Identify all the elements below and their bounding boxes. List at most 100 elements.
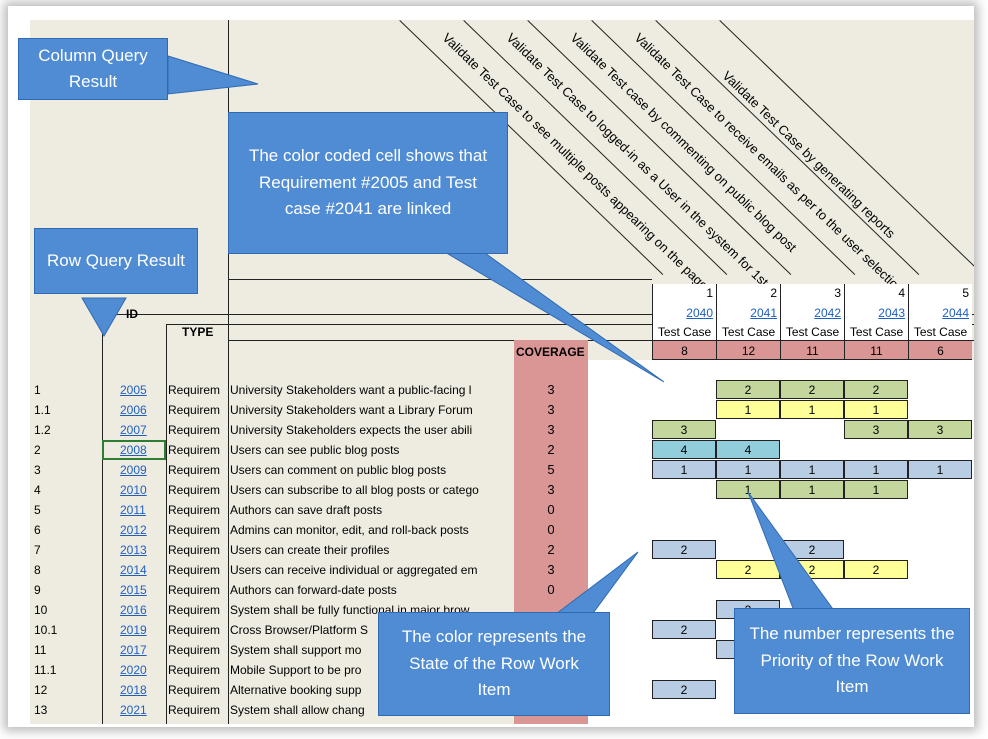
id-header: ID — [126, 307, 138, 321]
test-case-index: 3 — [780, 284, 844, 304]
matrix-cell[interactable]: 2 — [652, 680, 716, 699]
requirement-coverage: 2 — [547, 542, 555, 557]
test-case-index: 1 — [652, 284, 716, 304]
requirement-title: Admins can monitor, edit, and roll-back … — [230, 523, 469, 537]
matrix-cell[interactable]: 2 — [844, 560, 908, 579]
requirement-id-link[interactable]: 2011 — [120, 503, 146, 517]
requirement-title: Users can receive individual or aggregat… — [230, 563, 478, 577]
row-number: 10 — [34, 603, 48, 617]
test-case-type: Test Case — [652, 324, 716, 340]
matrix-cell[interactable]: 1 — [652, 460, 716, 479]
number-priority-pointer — [747, 491, 839, 617]
color-coded-pointer — [436, 247, 665, 383]
requirement-title: Authors can forward-date posts — [230, 583, 397, 597]
row-number-panel — [30, 20, 102, 724]
column-query-pointer — [167, 55, 259, 95]
matrix-cell[interactable]: 2 — [716, 380, 780, 399]
matrix-cell[interactable]: 1 — [844, 460, 908, 479]
requirement-title: Cross Browser/Platform S — [230, 623, 369, 637]
test-case-id-link[interactable]: 2041 — [716, 304, 780, 324]
requirement-id-link[interactable]: 2015 — [120, 583, 147, 597]
row-number: 1.2 — [34, 423, 51, 437]
test-case-coverage: 8 — [652, 340, 716, 360]
matrix-cell[interactable]: 1 — [908, 460, 972, 479]
requirement-coverage: 3 — [547, 422, 555, 437]
requirement-id-link[interactable]: 2021 — [120, 703, 147, 717]
matrix-cell[interactable]: 4 — [652, 440, 716, 459]
type-panel — [166, 20, 228, 724]
requirement-id-link[interactable]: 2019 — [120, 623, 147, 637]
requirement-title: System shall allow chang — [230, 703, 365, 717]
color-coded-callout: The color coded cell shows that Requirem… — [228, 112, 508, 254]
requirement-type: Requirem — [168, 703, 221, 717]
test-case-id-link[interactable]: 2043 — [844, 304, 908, 324]
selected-cell[interactable] — [102, 440, 166, 460]
matrix-cell[interactable]: 2 — [844, 380, 908, 399]
row-number: 3 — [34, 463, 41, 477]
requirement-id-link[interactable]: 2006 — [120, 403, 147, 417]
test-case-id-link[interactable]: 2040 — [652, 304, 716, 324]
requirement-type: Requirem — [168, 503, 221, 517]
test-case-type: Test Case — [844, 324, 908, 340]
matrix-cell[interactable]: 1 — [844, 480, 908, 499]
matrix-cell[interactable]: 1 — [716, 460, 780, 479]
matrix-cell[interactable]: 4 — [716, 440, 780, 459]
requirement-id-link[interactable]: 2017 — [120, 643, 147, 657]
test-case-coverage: 6 — [908, 340, 972, 360]
requirement-title: Users can create their profiles — [230, 543, 390, 557]
requirement-title: Alternative booking supp — [230, 683, 362, 697]
test-case-id-link[interactable]: 2042 — [780, 304, 844, 324]
matrix-cell[interactable]: 1 — [780, 400, 844, 419]
requirement-id-link[interactable]: 2010 — [120, 483, 147, 497]
matrix-cell[interactable]: 2 — [780, 380, 844, 399]
requirement-type: Requirem — [168, 483, 221, 497]
coverage-header: COVERAGE — [516, 345, 585, 359]
color-state-pointer — [546, 551, 639, 621]
requirement-id-link[interactable]: 2009 — [120, 463, 147, 477]
matrix-cell[interactable]: 2 — [716, 560, 780, 579]
matrix-cell[interactable]: 3 — [652, 420, 716, 439]
requirement-id-link[interactable]: 2013 — [120, 543, 147, 557]
matrix-cell[interactable]: 3 — [844, 420, 908, 439]
row-number: 2 — [34, 443, 41, 457]
requirement-id-link[interactable]: 2018 — [120, 683, 147, 697]
row-number: 13 — [34, 703, 48, 717]
row-query-pointer — [81, 297, 127, 337]
requirement-coverage: 0 — [547, 502, 555, 517]
test-case-id-link[interactable]: 2044 — [908, 304, 972, 324]
matrix-cell[interactable]: 1 — [844, 400, 908, 419]
matrix-cell[interactable]: 1 — [780, 460, 844, 479]
test-case-index: 5 — [908, 284, 972, 304]
requirement-id-link[interactable]: 2007 — [120, 423, 147, 437]
requirement-title: Authors can save draft posts — [230, 503, 383, 517]
requirement-id-link[interactable]: 2014 — [120, 563, 147, 577]
requirement-type: Requirem — [168, 463, 221, 477]
requirement-coverage: 5 — [547, 462, 555, 477]
row-number: 11 — [34, 643, 47, 657]
screenshot-frame: Validate Test Case to see multiple posts… — [8, 6, 974, 727]
requirement-coverage: 0 — [547, 582, 555, 597]
requirement-type: Requirem — [168, 443, 221, 457]
matrix-cell[interactable]: 1 — [780, 480, 844, 499]
id-panel — [102, 20, 166, 724]
matrix-cell[interactable]: 1 — [716, 400, 780, 419]
test-case-type: Test Case — [716, 324, 780, 340]
matrix-cell[interactable]: 1 — [716, 480, 780, 499]
requirement-type: Requirem — [168, 583, 221, 597]
row-number: 5 — [34, 503, 41, 517]
requirement-id-link[interactable]: 2020 — [120, 663, 147, 677]
test-case-index: 2 — [716, 284, 780, 304]
requirement-type: Requirem — [168, 383, 221, 397]
spreadsheet: Validate Test Case to see multiple posts… — [30, 20, 974, 724]
matrix-cell[interactable]: 3 — [908, 420, 972, 439]
matrix-cell[interactable]: 2 — [652, 620, 716, 639]
color-state-callout: The color represents the State of the Ro… — [378, 612, 610, 716]
row-query-callout: Row Query Result — [34, 228, 198, 294]
requirement-type: Requirem — [168, 663, 221, 677]
requirement-id-link[interactable]: 2008 — [120, 443, 147, 457]
requirement-id-link[interactable]: 2012 — [120, 523, 147, 537]
requirement-id-link[interactable]: 2016 — [120, 603, 147, 617]
requirement-title: Users can comment on public blog posts — [230, 463, 447, 477]
matrix-cell[interactable]: 2 — [652, 540, 716, 559]
requirement-id-link[interactable]: 2005 — [120, 383, 147, 397]
